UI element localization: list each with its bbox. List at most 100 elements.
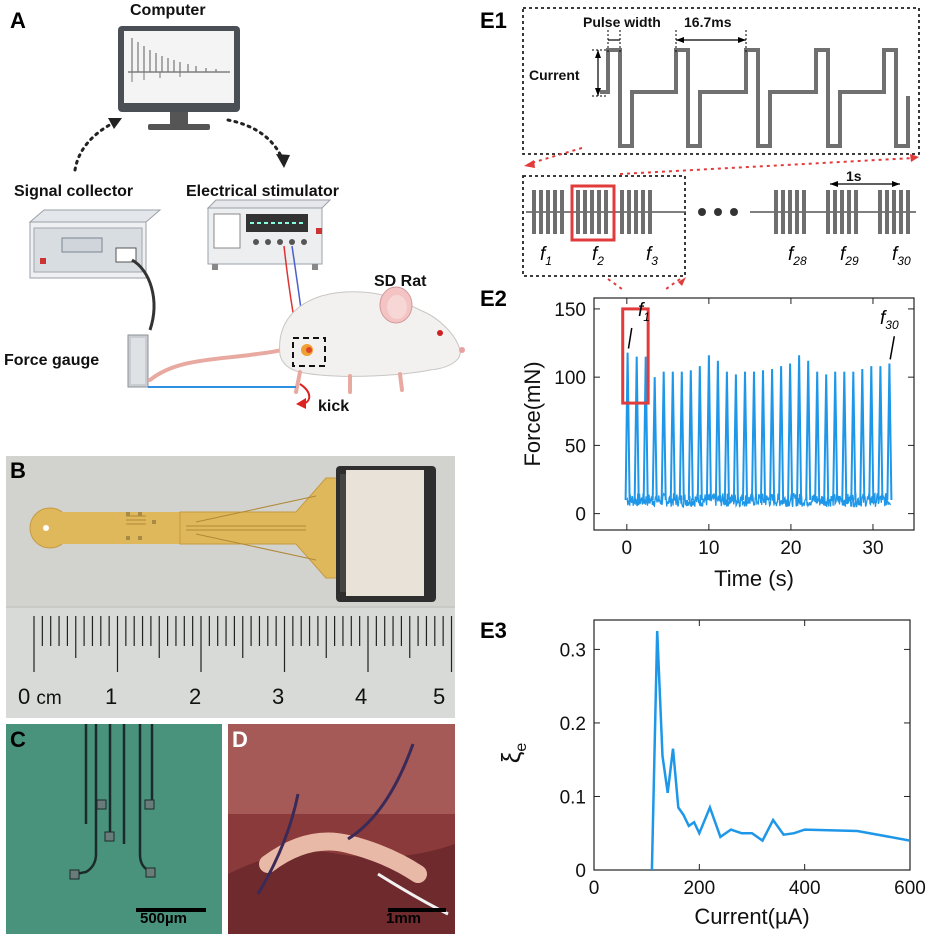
pulse-bar	[576, 190, 580, 234]
e2-force-spike	[832, 371, 839, 501]
train-label-f1: f1	[540, 244, 552, 268]
signal-collector-illustration	[28, 209, 162, 331]
biphasic-pulse-trace	[600, 48, 910, 148]
label-sd-rat: SD Rat	[374, 273, 427, 290]
e2-y-tick-label: 100	[554, 368, 586, 389]
e2-force-spike	[651, 377, 658, 501]
e2-force-spike	[859, 368, 866, 501]
pulse-bar	[634, 190, 638, 234]
setup-illustration	[28, 26, 465, 409]
train-label-f29: f29	[840, 244, 859, 268]
pulse-bar	[878, 190, 882, 234]
ruler-unit: cm	[36, 688, 62, 709]
pulse-bar	[539, 190, 543, 234]
e2-force-spike	[642, 356, 649, 501]
e2-force-spike	[687, 370, 694, 501]
pulse-bar	[802, 190, 806, 234]
ruler-number-3: 3	[272, 684, 285, 709]
e2-force-spike	[624, 352, 631, 501]
e2-force-spike	[778, 366, 785, 501]
arrow-computer-to-stimulator	[226, 118, 284, 160]
ruler-number-2: 2	[189, 684, 202, 709]
ruler-number-5: 5	[433, 684, 446, 709]
panel-letter-e2: E2	[480, 286, 507, 311]
force-gauge-illustration	[127, 334, 149, 388]
label-current: Current	[529, 67, 580, 83]
rat-illustration	[148, 286, 465, 394]
e2-force-spike	[805, 360, 812, 501]
e2-x-tick-label: 0	[622, 538, 633, 559]
e3-y-tick-label: 0.2	[560, 714, 586, 735]
panel-letter-e1: E1	[480, 8, 507, 33]
callout-f30: f30	[880, 308, 899, 332]
e3-y-axis-label: ξe	[496, 743, 530, 764]
train-label-f30: f30	[892, 244, 911, 268]
waveform-zoom-box	[522, 7, 920, 155]
callout-f1: f1	[638, 300, 650, 324]
e2-force-spike	[823, 374, 830, 501]
e3-plot-frame	[593, 619, 911, 871]
e2-x-axis-label: Time (s)	[714, 566, 794, 591]
label-signal-collector: Signal collector	[14, 183, 134, 200]
ruler-zero-label: 0 cm	[18, 684, 62, 710]
e2-force-spike	[769, 368, 776, 501]
pulse-bar	[641, 190, 645, 234]
pulse-bar	[826, 190, 830, 234]
pulse-bar	[553, 190, 557, 234]
e2-x-tick-label: 30	[862, 538, 883, 559]
label-pulse-width: Pulse width	[583, 14, 661, 30]
e2-force-spike	[886, 363, 893, 501]
pulse-bar	[583, 190, 587, 234]
e2-callout-arrow-f1	[627, 327, 633, 349]
e2-force-spike	[669, 371, 676, 501]
pulse-bar	[546, 190, 550, 234]
e2-force-spike	[742, 371, 748, 501]
pulse-bar	[532, 190, 536, 234]
e3-x-axis-label: Current(µA)	[694, 904, 809, 929]
ruler-number-1: 1	[105, 684, 118, 709]
e2-y-tick-label: 150	[554, 300, 586, 321]
pulse-bar	[604, 190, 608, 234]
train-label-f3: f3	[646, 244, 658, 268]
e2-force-spike	[868, 366, 875, 501]
label-electrical-stimulator: Electrical stimulator	[186, 183, 339, 200]
e2-y-tick-label: 0	[575, 505, 586, 526]
stimulation-waveform-diagram	[522, 7, 920, 290]
e2-x-tick-label: 10	[698, 538, 719, 559]
train-highlight-f2	[570, 184, 616, 242]
pulse-bar	[833, 190, 837, 234]
e2-force-spike	[814, 371, 821, 501]
pulse-bar	[795, 190, 799, 234]
train-label-f2: f2	[592, 244, 604, 268]
pulse-bar	[788, 190, 792, 234]
pulse-bar	[899, 190, 903, 234]
microscope-photo-c	[6, 724, 222, 934]
e2-force-spike	[714, 360, 721, 501]
e3-x-tick-label: 200	[683, 878, 715, 899]
e2-f1-highlight-box	[621, 307, 650, 405]
e2-force-spike	[877, 366, 884, 501]
pulse-bar	[620, 190, 624, 234]
scale-bar-c-label: 500µm	[140, 910, 188, 927]
stimulation-site-box	[292, 337, 326, 367]
e3-x-tick-label: 600	[894, 878, 926, 899]
label-computer: Computer	[130, 2, 206, 19]
e2-force-spike	[660, 371, 667, 501]
train-label-f28: f28	[788, 244, 807, 268]
panel-letter-c: C	[10, 727, 26, 752]
e3-y-tick-label: 0.3	[560, 640, 586, 661]
pulse-bar	[774, 190, 778, 234]
label-interval: 1s	[846, 168, 862, 184]
e2-force-spike	[723, 371, 730, 501]
pulse-bar	[892, 190, 896, 234]
pulse-bar	[648, 190, 652, 234]
e2-y-tick-label: 50	[565, 436, 586, 457]
e2-force-spike	[678, 371, 685, 501]
e2-force-spike	[796, 355, 803, 501]
e2-force-spike	[696, 366, 703, 501]
pulse-bar	[885, 190, 889, 234]
label-period: 16.7ms	[684, 14, 732, 30]
pulse-bar	[627, 190, 631, 234]
